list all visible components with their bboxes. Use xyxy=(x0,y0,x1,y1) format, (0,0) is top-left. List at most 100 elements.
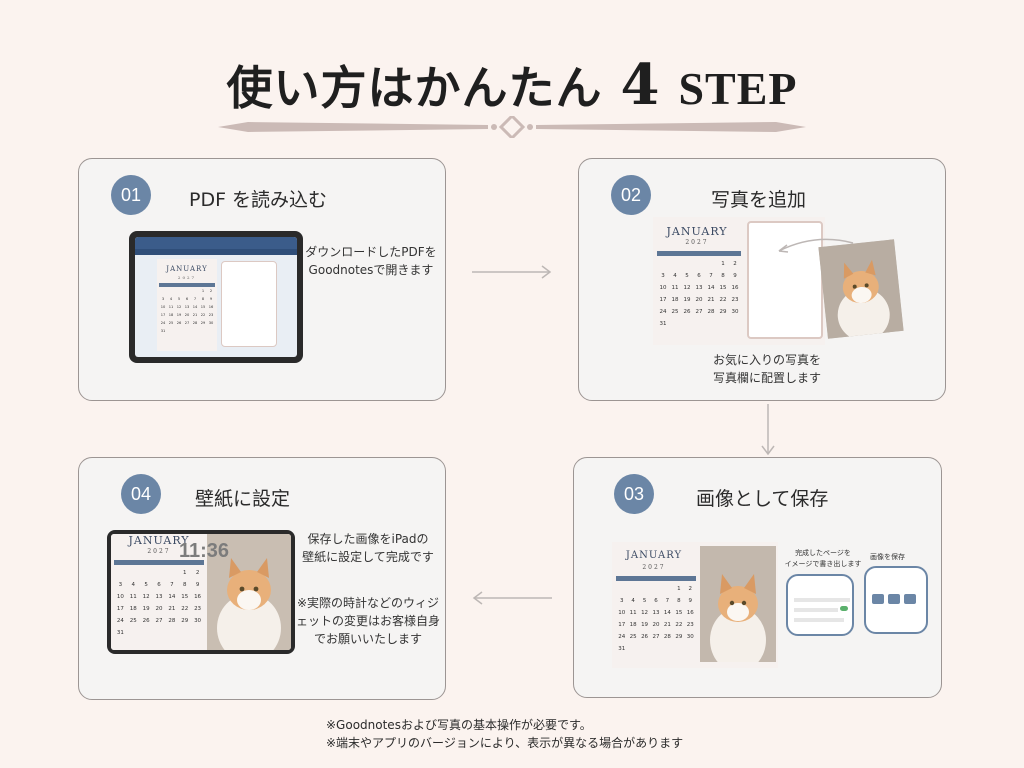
calendar-day: 21 xyxy=(663,622,671,628)
calendar-day: 9 xyxy=(688,598,693,604)
calendar-day xyxy=(705,321,717,327)
lockscreen-clock: 11:36 xyxy=(179,540,230,562)
calendar-day xyxy=(693,321,705,327)
calendar-day: 28 xyxy=(168,618,176,624)
desc-line: 完成したページを xyxy=(795,549,851,557)
drag-arrow xyxy=(778,238,854,253)
calendar-day: 23 xyxy=(731,297,739,303)
calendar-day xyxy=(114,570,127,576)
calendar-year: 2027 xyxy=(642,564,666,571)
calendar-day xyxy=(159,289,167,293)
calendar-day: 31 xyxy=(160,329,166,333)
calendar-day xyxy=(616,586,627,592)
calendar-day: 26 xyxy=(641,634,649,640)
calendar-day xyxy=(199,329,207,333)
calendar-day: 13 xyxy=(652,610,660,616)
calendar-day: 20 xyxy=(652,622,660,628)
calendar-day: 13 xyxy=(695,285,703,291)
calendar-day: 19 xyxy=(683,297,691,303)
photo-slot xyxy=(221,261,277,347)
calendar-day xyxy=(685,646,696,652)
calendar-day: 4 xyxy=(673,273,677,279)
weekday-header xyxy=(616,576,696,581)
calendar-day: 20 xyxy=(184,313,190,317)
calendar-day: 8 xyxy=(721,273,725,279)
calendar-day: 13 xyxy=(155,594,163,600)
desc-line: 保存した画像をiPadの xyxy=(307,532,429,546)
calendar-day: 31 xyxy=(618,646,626,652)
calendar-day xyxy=(729,321,741,327)
title-ornament xyxy=(218,116,806,138)
desc-line: Goodnotesで開きます xyxy=(308,263,434,277)
calendar-month: JANUARY xyxy=(128,534,190,547)
calendar-day: 6 xyxy=(654,598,658,604)
calendar-day: 24 xyxy=(659,309,667,315)
calendar-day xyxy=(705,261,717,267)
calendar-month: JANUARY xyxy=(166,265,208,273)
calendar-day: 2 xyxy=(209,289,213,293)
calendar-day: 14 xyxy=(192,305,198,309)
calendar-day: 27 xyxy=(652,634,660,640)
calendar-day: 5 xyxy=(177,297,181,301)
calendar-day xyxy=(153,630,166,636)
calendar-day: 7 xyxy=(709,273,713,279)
desc-line: ダウンロードしたPDFを xyxy=(305,245,437,259)
calendar-day xyxy=(207,329,215,333)
calendar-day: 20 xyxy=(155,606,163,612)
calendar-day xyxy=(140,630,153,636)
step-title: 写真を追加 xyxy=(711,189,807,211)
calendar-day: 26 xyxy=(142,618,150,624)
calendar-year: 2027 xyxy=(685,239,709,246)
calendar-day xyxy=(178,630,191,636)
calendar-day: 22 xyxy=(675,622,683,628)
calendar-day: 5 xyxy=(144,582,148,588)
calendar-day: 24 xyxy=(160,321,166,325)
calendar-day: 9 xyxy=(209,297,213,301)
step-badge: 01 xyxy=(111,175,151,215)
calendar-day: 7 xyxy=(193,297,197,301)
calendar-day xyxy=(165,630,178,636)
calendar-day: 15 xyxy=(200,305,206,309)
calendar-day: 2 xyxy=(688,586,693,592)
desc-line: イメージで書き出します xyxy=(784,560,862,568)
calendar-day: 11 xyxy=(629,610,637,616)
calendar-day: 29 xyxy=(181,618,189,624)
calendar-day: 12 xyxy=(142,594,150,600)
calendar-day: 18 xyxy=(168,313,174,317)
calendar-day: 29 xyxy=(719,309,727,315)
calendar-day: 3 xyxy=(161,297,165,301)
calendar-day: 11 xyxy=(129,594,137,600)
calendar-day: 28 xyxy=(707,309,715,315)
calendar-day: 14 xyxy=(168,594,176,600)
calendar-day: 26 xyxy=(683,309,691,315)
calendar-day xyxy=(650,646,661,652)
calendar-day: 2 xyxy=(195,570,200,576)
calendar-day: 10 xyxy=(618,610,626,616)
calendar-day xyxy=(627,646,638,652)
calendar-day: 29 xyxy=(675,634,683,640)
calendar-month: JANUARY xyxy=(666,225,728,238)
calendar-day: 27 xyxy=(184,321,190,325)
calendar-day: 18 xyxy=(671,297,679,303)
calendar-day: 25 xyxy=(629,634,637,640)
calendar-day: 30 xyxy=(208,321,214,325)
calendar-day: 4 xyxy=(631,598,635,604)
weekday-header xyxy=(114,560,204,565)
calendar-day: 11 xyxy=(671,285,679,291)
calendar-day: 14 xyxy=(707,285,715,291)
title-number: 4 xyxy=(620,52,661,118)
calendar-day: 25 xyxy=(168,321,174,325)
calendar-day: 17 xyxy=(116,606,124,612)
calendar-day: 4 xyxy=(169,297,173,301)
calendar-day: 18 xyxy=(629,622,637,628)
calendar-day: 30 xyxy=(731,309,739,315)
calendar-day: 16 xyxy=(208,305,214,309)
